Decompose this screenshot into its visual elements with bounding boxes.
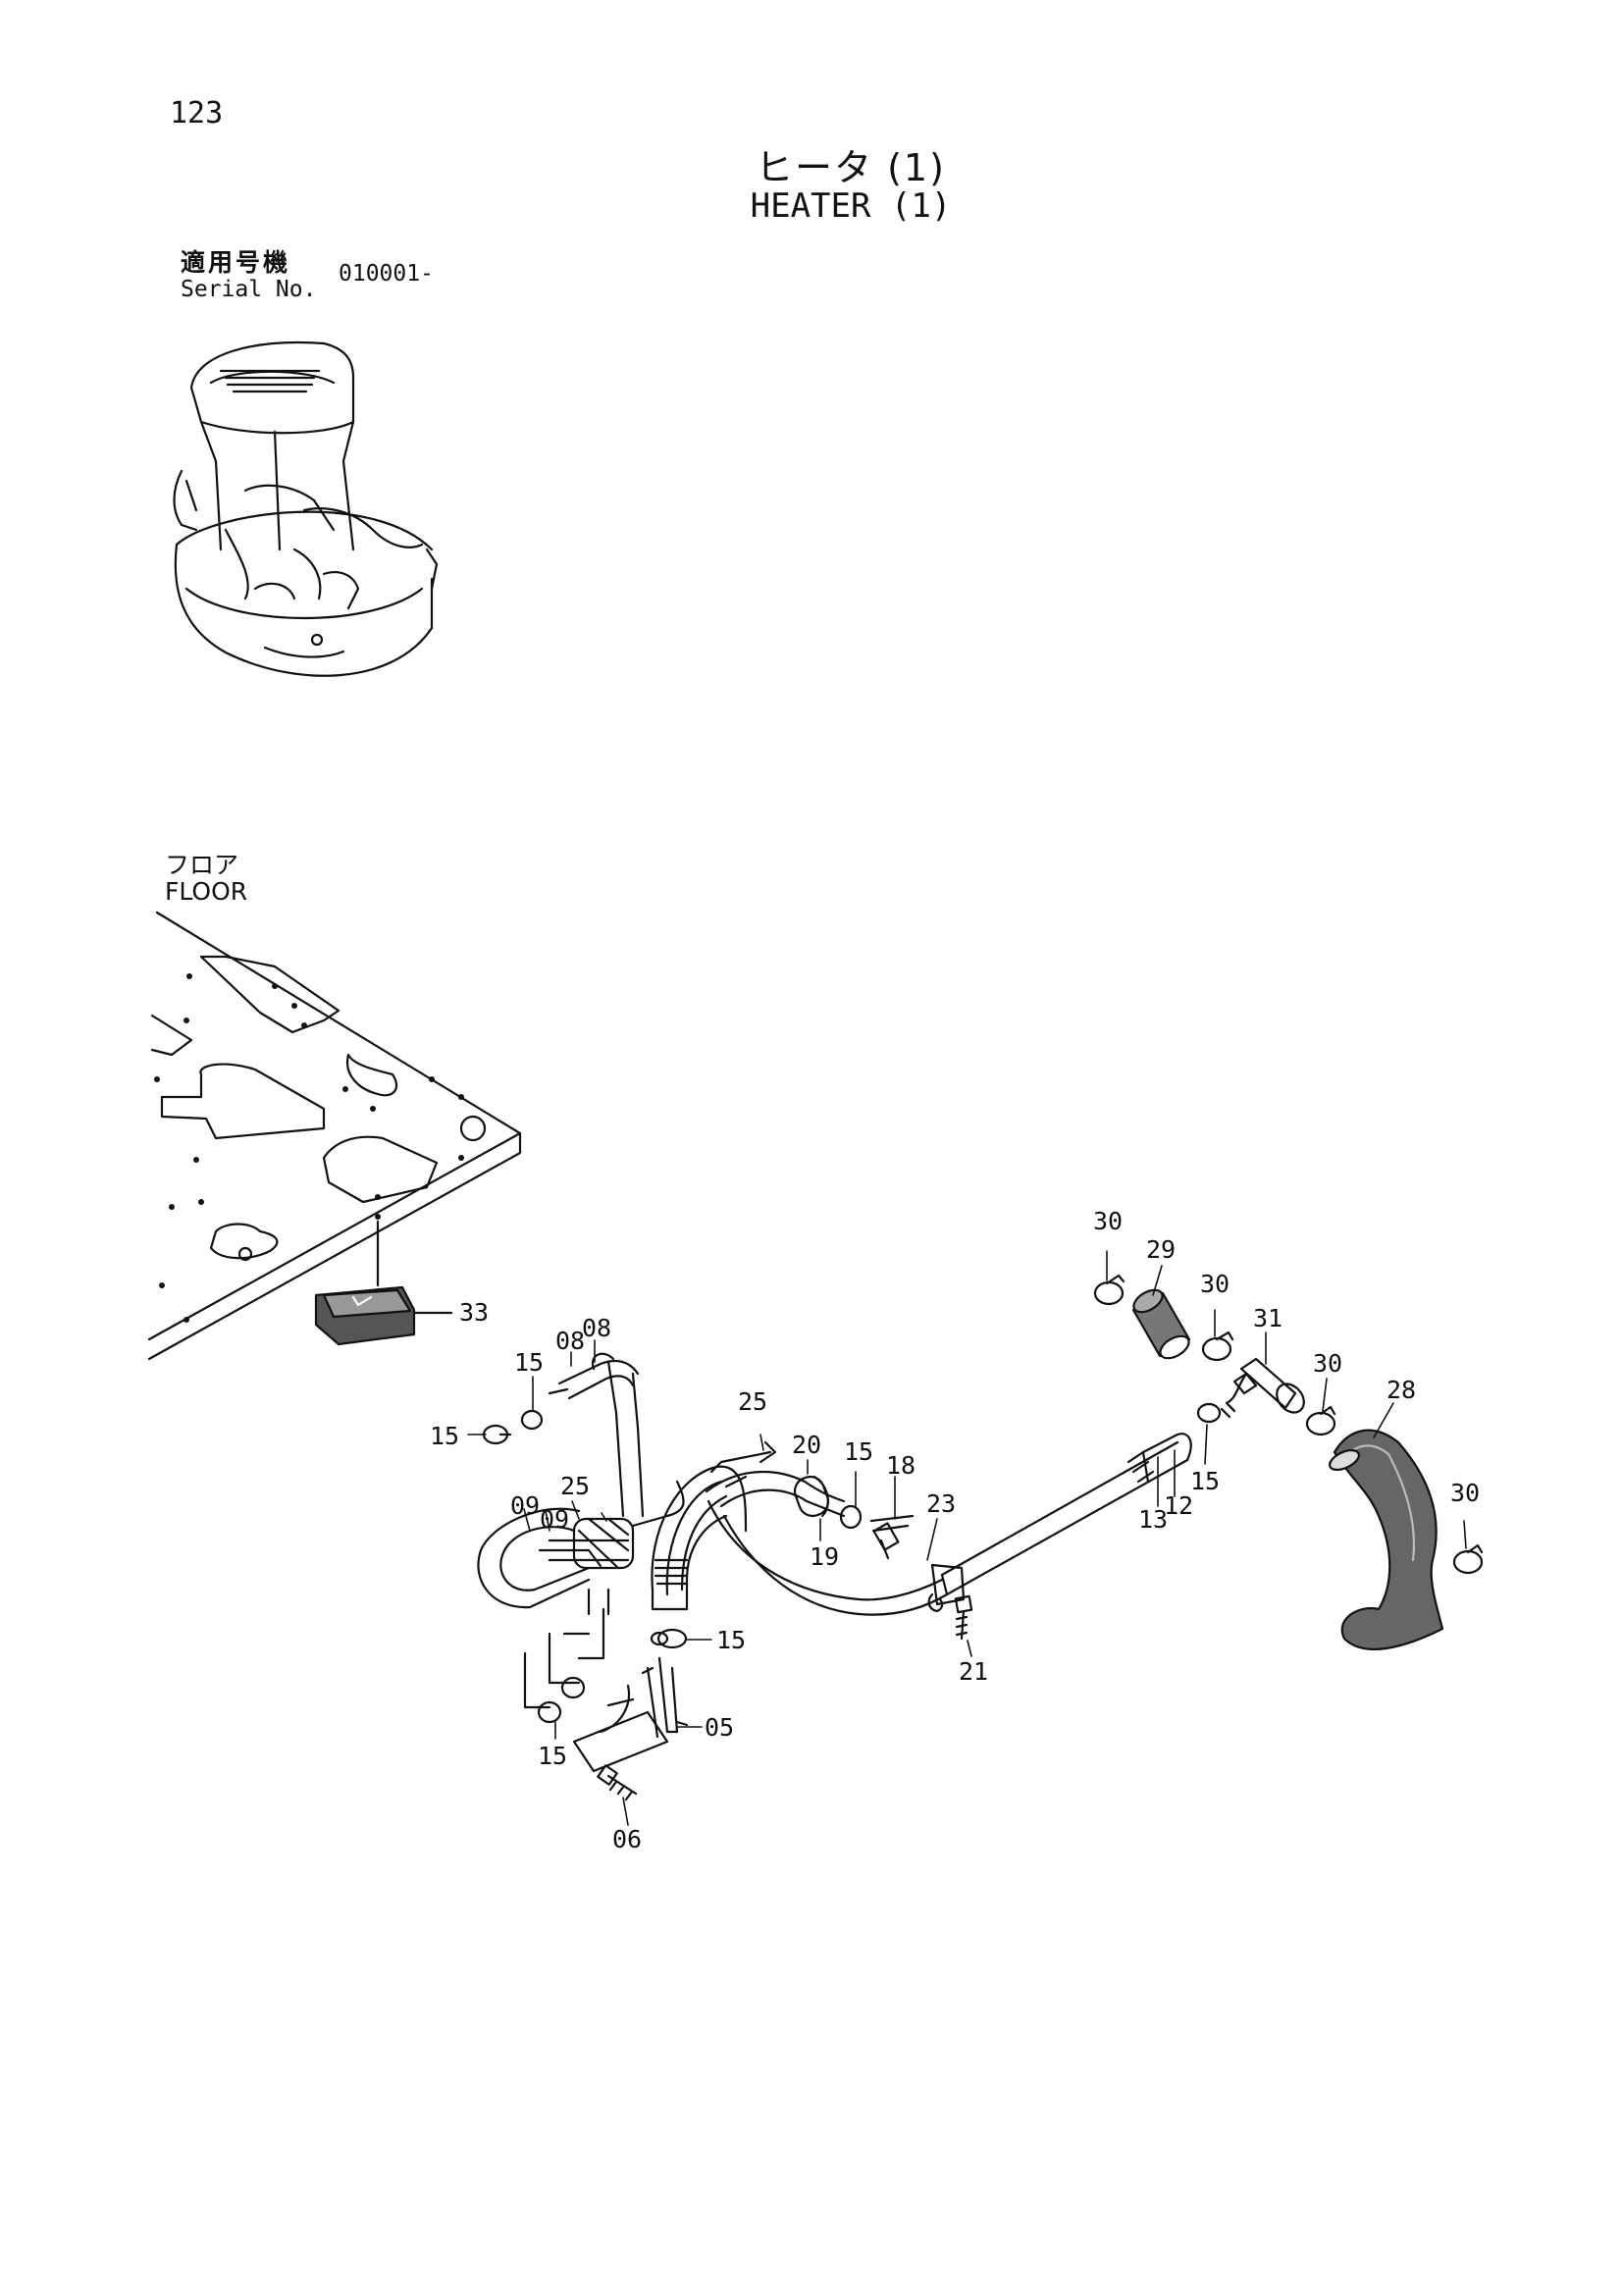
- machine-overview-illustration: [173, 341, 439, 677]
- callout-08b: 08: [582, 1314, 611, 1342]
- part-31-tee-joint: [1220, 1357, 1305, 1419]
- floor-label-english: FLOOR: [165, 877, 248, 906]
- callout-15f: 15: [1190, 1467, 1220, 1495]
- serial-number-value: 010001-: [339, 261, 434, 287]
- callout-25a: 25: [560, 1472, 590, 1500]
- callout-30d: 30: [1450, 1479, 1480, 1507]
- fittings: [869, 1514, 973, 1641]
- floor-plate-illustration: [147, 911, 522, 1361]
- serial-label-japanese: 適用号機: [181, 248, 291, 277]
- callout-09b: 09: [540, 1505, 569, 1534]
- callout-12: 12: [1164, 1491, 1193, 1520]
- callout-21: 21: [959, 1657, 988, 1686]
- callout-28: 28: [1387, 1376, 1416, 1404]
- floor-label-japanese: フロア: [165, 851, 239, 879]
- part-29-hose: [1131, 1288, 1191, 1360]
- callout-15d: 15: [716, 1626, 746, 1654]
- callout-30c: 30: [1313, 1349, 1342, 1378]
- callout-13: 13: [1138, 1505, 1168, 1534]
- callout-25b: 25: [738, 1387, 767, 1416]
- page-number: 123: [170, 96, 224, 130]
- callout-19: 19: [810, 1542, 839, 1571]
- callout-23: 23: [926, 1489, 956, 1518]
- callout-15e: 15: [538, 1742, 567, 1770]
- hose-clamps: [482, 1274, 1484, 1724]
- callout-30a: 30: [1093, 1207, 1123, 1235]
- title-japanese: ヒータ (1): [756, 146, 946, 189]
- part-33-floor-mat: [314, 1285, 453, 1346]
- callout-08a: 08: [555, 1327, 585, 1355]
- callout-18: 18: [886, 1451, 916, 1480]
- callout-33: 33: [459, 1298, 489, 1327]
- callout-05: 05: [705, 1713, 734, 1742]
- callout-06: 06: [612, 1825, 642, 1853]
- callout-09a: 09: [510, 1491, 540, 1520]
- callout-20: 20: [792, 1431, 821, 1459]
- callout-labels: 33 15 08 08 15 25 09 09 25 20 15 18 23 1…: [430, 1207, 1480, 1853]
- callout-29: 29: [1146, 1235, 1176, 1264]
- callout-15c: 15: [844, 1437, 873, 1466]
- heater-hoses: [651, 1433, 1192, 1616]
- callout-30b: 30: [1200, 1270, 1230, 1298]
- callout-15a: 15: [514, 1348, 544, 1377]
- leader-lines: [467, 1250, 1467, 1826]
- callout-15b: 15: [430, 1422, 459, 1450]
- serial-label-english: Serial No.: [181, 277, 317, 302]
- callout-31: 31: [1253, 1304, 1283, 1332]
- part-28-heater-hose: [1329, 1429, 1444, 1650]
- title-english: HEATER (1): [750, 186, 952, 226]
